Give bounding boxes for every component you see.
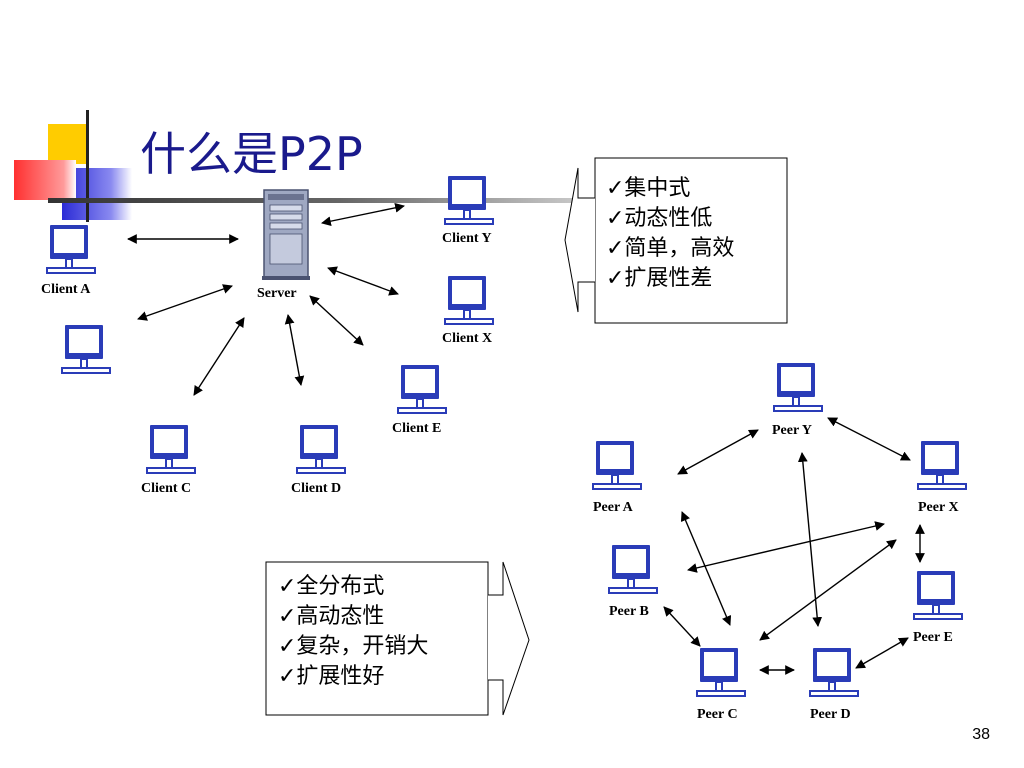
arrow-server-client-c — [193, 317, 245, 396]
peer-e-label: Peer E — [913, 630, 953, 645]
peer-x-computer-icon — [917, 440, 967, 490]
client-y-label: Client Y — [442, 231, 492, 246]
arrow-peer-y-peer-x — [827, 417, 911, 461]
feature-item: ✓动态性低 — [606, 206, 713, 231]
arrow-peer-b-peer-c — [663, 606, 701, 647]
feature-item: ✓集中式 — [606, 176, 691, 201]
feature-item: ✓全分布式 — [278, 574, 385, 599]
arrow-peer-a-peer-y — [677, 429, 759, 475]
feature-item: ✓复杂，开销大 — [278, 634, 429, 659]
arrow-peer-c-peer-x — [759, 539, 897, 641]
arrow-peer-b-peer-x — [687, 521, 885, 573]
peer-x-label: Peer X — [918, 500, 959, 515]
client-d-label: Client D — [291, 481, 342, 496]
feature-item: ✓扩展性差 — [606, 266, 713, 291]
accent-yellow-block — [48, 124, 88, 164]
p2p-feature-list: ✓全分布式 ✓高动态性 ✓复杂，开销大 ✓扩展性好 — [278, 572, 428, 692]
peer-e-computer-icon — [913, 570, 963, 620]
client-y-computer-icon — [444, 175, 494, 225]
server-icon — [262, 189, 310, 280]
peer-y-computer-icon — [773, 362, 823, 412]
peer-y-label: Peer Y — [772, 423, 813, 438]
feature-item: ✓简单，高效 — [606, 236, 735, 261]
peer-c-computer-icon — [696, 647, 746, 697]
feature-item: ✓扩展性好 — [278, 664, 385, 689]
accent-red-block — [14, 160, 76, 200]
client-d-computer-icon — [296, 424, 346, 474]
client-server-arrows — [127, 202, 405, 396]
peer-a-label: Peer A — [593, 500, 633, 515]
arrow-peer-a-peer-c — [680, 511, 732, 626]
page-title: 什么是P2P — [140, 127, 363, 181]
peer-d-label: Peer D — [810, 707, 851, 722]
accent-vertical-line — [86, 110, 89, 222]
arrow-server-client-d — [284, 314, 305, 386]
client-server-feature-list: ✓集中式 ✓动态性低 ✓简单，高效 ✓扩展性差 — [606, 174, 734, 294]
client-unlabeled-computer-icon — [61, 324, 111, 374]
client-e-computer-icon — [397, 364, 447, 414]
peer-b-computer-icon — [608, 544, 658, 594]
client-x-computer-icon — [444, 275, 494, 325]
client-c-computer-icon — [146, 424, 196, 474]
client-c-label: Client C — [141, 481, 192, 496]
client-e-label: Client E — [392, 421, 442, 436]
peer-d-computer-icon — [809, 647, 859, 697]
page-number: 38 — [972, 726, 990, 743]
client-a-label: Client A — [41, 282, 91, 297]
arrow-server-client-e — [309, 295, 364, 346]
arrow-server-client-x — [327, 266, 399, 296]
title-rule — [48, 198, 578, 203]
client-server-callout-shape — [564, 157, 788, 324]
peer-b-label: Peer B — [609, 604, 649, 619]
feature-item: ✓高动态性 — [278, 604, 385, 629]
client-a-computer-icon — [46, 224, 96, 274]
client-x-label: Client X — [442, 331, 493, 346]
peer-arrows — [663, 417, 925, 675]
server-label: Server — [257, 286, 297, 301]
arrow-server-client-y — [321, 202, 405, 227]
peer-a-computer-icon — [592, 440, 642, 490]
p2p-callout-shape — [265, 561, 530, 716]
peer-c-label: Peer C — [697, 707, 738, 722]
arrow-peer-d-peer-e — [855, 637, 909, 669]
arrow-server-client-unlabeled — [137, 284, 233, 321]
